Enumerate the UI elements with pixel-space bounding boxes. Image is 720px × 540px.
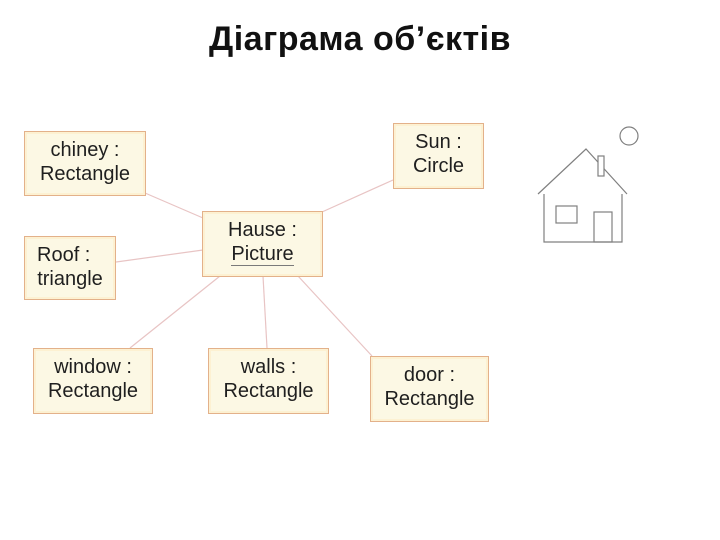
node-walls: walls : Rectangle [208,348,329,414]
node-sun-name: Sun : [394,130,483,154]
roof-icon [538,149,627,194]
link-hause-sun [322,180,393,212]
house-illustration [530,118,650,248]
node-walls-type: Rectangle [209,379,328,403]
door-icon [594,212,612,242]
link-hause-door [298,276,372,356]
node-walls-name: walls : [209,355,328,379]
window-icon [556,206,577,223]
link-hause-window [130,276,220,348]
node-door-name: door : [371,363,488,387]
link-hause-chiney [145,193,203,218]
node-sun-type: Circle [394,154,483,178]
link-hause-walls [263,276,267,348]
node-hause: Hause : Picture [202,211,323,277]
node-roof: Roof : triangle [24,236,116,300]
node-window: window : Rectangle [33,348,153,414]
sun-icon [620,127,638,145]
node-chiney: chiney : Rectangle [24,131,146,196]
chimney-icon [598,156,604,176]
node-hause-name: Hause : [203,218,322,242]
node-window-name: window : [34,355,152,379]
node-chiney-name: chiney : [25,138,145,162]
node-chiney-type: Rectangle [25,162,145,186]
node-hause-type: Picture [231,243,293,266]
node-roof-type: triangle [25,267,115,291]
node-door: door : Rectangle [370,356,489,422]
node-window-type: Rectangle [34,379,152,403]
node-door-type: Rectangle [371,387,488,411]
node-sun: Sun : Circle [393,123,484,189]
node-roof-name: Roof : [25,243,115,267]
link-hause-roof [116,250,203,262]
